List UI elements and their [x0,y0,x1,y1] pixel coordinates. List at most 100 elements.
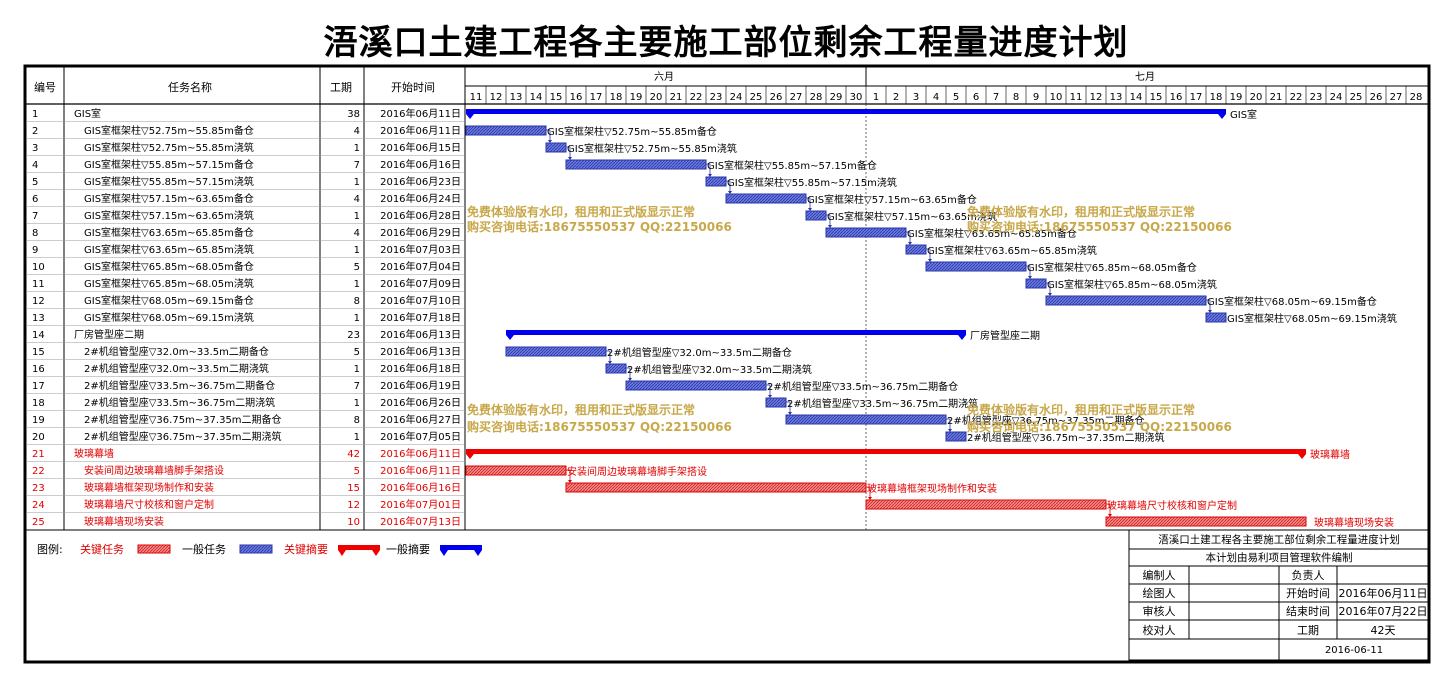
editor-label: 编制人 [1143,568,1176,582]
dependency-line [706,163,711,176]
watermark-text: 免费体验版有水印，租用和正式版显示正常 [967,402,1195,417]
day-tick-label: 25 [1350,92,1363,103]
dependency-line [806,197,811,210]
gantt-bar-group: 2#机组管型座▽33.5m~36.75m二期浇筑 [765,397,978,415]
task-id: 4 [32,160,38,171]
task-name: GIS室框架柱▽52.75m~55.85m浇筑 [84,141,254,154]
legend-critical-task-label: 关键任务 [80,542,124,556]
task-start: 2016年06月28日 [380,209,461,222]
critical-task-bar [565,482,867,493]
day-tick-label: 22 [1290,92,1303,103]
dependency-line [566,469,571,482]
task-bar [725,193,807,204]
bar-label: 2#机组管型座▽33.5m~36.75m二期备仓 [767,380,958,393]
dependency-line [786,401,791,414]
dependency-arrow [1108,514,1112,517]
task-start: 2016年06月11日 [380,124,461,137]
task-duration: 1 [354,245,360,256]
task-start: 2016年07月18日 [380,311,461,324]
watermark-text: 免费体验版有水印，租用和正式版显示正常 [967,204,1195,219]
outer-frame [23,64,1431,664]
gantt-bar-group: 玻璃幕墙框架现场制作和安装 [565,482,997,500]
dependency-arrow [568,480,572,483]
task-name: GIS室框架柱▽65.85m~68.05m备仓 [84,260,254,273]
end-value: 2016年07月22日 [1339,604,1428,618]
task-start: 2016年07月05日 [380,430,461,443]
task-duration: 15 [347,483,360,494]
day-tick-label: 20 [1250,92,1263,103]
dependency-line [546,129,551,142]
gantt-bar-group: GIS室 [466,108,1257,121]
task-duration: 8 [354,415,360,426]
task-duration: 1 [354,279,360,290]
task-bar [1045,295,1207,306]
gantt-bar-group: GIS室框架柱▽65.85m~68.05m浇筑 [1025,278,1217,296]
dependency-arrow [908,242,912,245]
drawer-label: 绘图人 [1143,586,1176,600]
bar-label: GIS室框架柱▽57.15m~63.65m备仓 [807,193,977,206]
day-tick-label: 5 [953,92,959,103]
task-name: 玻璃幕墙 [74,447,114,460]
task-bar [825,227,907,238]
gantt-bar-group: GIS室框架柱▽55.85m~57.15m备仓 [565,159,877,177]
gantt-bar-group: 2#机组管型座▽33.5m~36.75m二期备仓 [625,380,958,398]
task-name: GIS室框架柱▽57.15m~63.65m浇筑 [84,209,254,222]
day-tick-label: 7 [993,92,999,103]
table-grid [26,67,1428,531]
task-id: 7 [32,211,38,222]
dependency-line [866,486,871,499]
task-duration: 7 [354,381,360,392]
task-id: 25 [32,517,45,528]
task-start: 2016年06月11日 [380,107,461,120]
task-id: 9 [32,245,38,256]
info-box-subtitle: 本计划由易利项目管理软件编制 [1206,551,1353,564]
day-tick-label: 16 [570,92,583,103]
dependency-line [926,248,931,261]
task-start: 2016年06月11日 [380,447,461,460]
task-id: 16 [32,364,45,375]
day-tick-label: 12 [490,92,503,103]
critical-task-bar [865,499,1107,510]
task-bar [945,431,967,442]
start-label: 开始时间 [1286,586,1330,600]
dependency-line [1046,282,1051,295]
task-duration: 4 [354,228,360,239]
legend-critical-summary-swatch [338,545,380,556]
watermark: 免费体验版有水印，租用和正式版显示正常 购买咨询电话:18675550537 Q… [467,204,1232,434]
info-box-date: 2016-06-11 [1325,645,1383,656]
legend-normal-summary-swatch [440,545,482,556]
bar-label: GIS室框架柱▽55.85m~57.15m备仓 [707,159,877,172]
task-name: 2#机组管型座▽36.75m~37.35m二期浇筑 [84,430,282,443]
bar-label: 2#机组管型座▽32.0m~33.5m二期备仓 [607,346,792,359]
dependency-line [606,350,611,363]
bar-label: GIS室框架柱▽63.65m~65.85m备仓 [907,227,1077,240]
dependency-line [826,214,831,227]
task-start: 2016年07月10日 [380,294,461,307]
gantt-bar-group: GIS室框架柱▽68.05m~69.15m备仓 [1045,295,1377,313]
task-start: 2016年07月09日 [380,277,461,290]
page-title: 浯溪口土建工程各主要施工部位剩余工程量进度计划 [323,23,1129,63]
task-start: 2016年06月18日 [380,362,461,375]
task-name: 厂房管型座二期 [74,328,144,341]
task-name: GIS室框架柱▽55.85m~57.15m浇筑 [84,175,254,188]
gantt-bars: GIS室GIS室框架柱▽52.75m~55.85m备仓GIS室框架柱▽52.75… [465,108,1397,529]
task-start: 2016年06月15日 [380,141,461,154]
day-tick-label: 21 [670,92,683,103]
gantt-bar-group: 厂房管型座二期 [506,329,1040,342]
dependency-arrow [808,208,812,211]
task-start: 2016年06月16日 [380,158,461,171]
task-bar [625,380,767,391]
dependency-arrow [1208,310,1212,313]
task-name: 2#机组管型座▽32.0m~33.5m二期备仓 [84,345,269,358]
